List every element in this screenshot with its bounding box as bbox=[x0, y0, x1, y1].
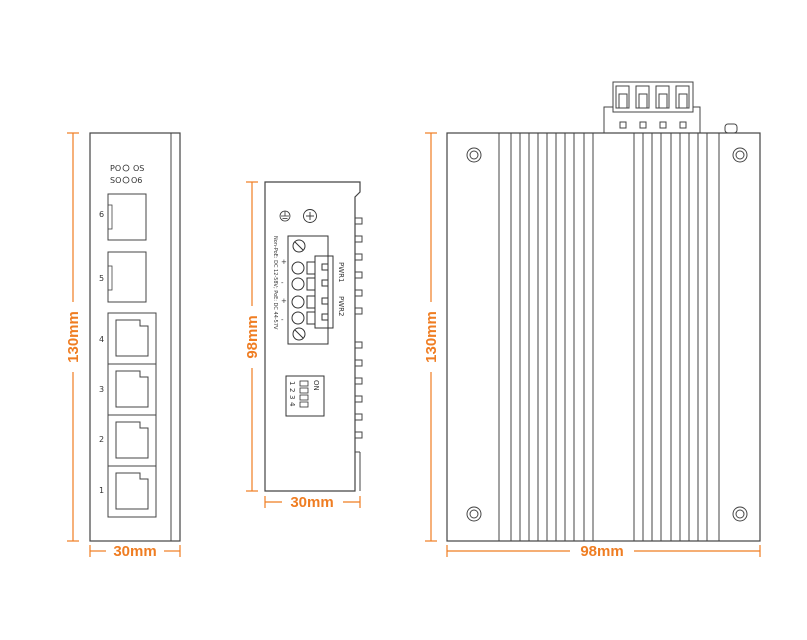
led-label-os: OS bbox=[133, 164, 144, 173]
port-number-label: 6 bbox=[99, 210, 104, 219]
mounting-screw-icon bbox=[466, 147, 482, 163]
sfp-latch bbox=[107, 265, 113, 291]
polarity-mark: - bbox=[281, 279, 284, 287]
side-heatsink-fins bbox=[498, 133, 720, 541]
top-view: Non-PoE: DC 12-58V; PoE: DC 44-57V + - +… bbox=[244, 181, 363, 511]
power-input-text: Non-PoE: DC 12-58V; PoE: DC 44-57V bbox=[272, 236, 278, 330]
side-ground-stud bbox=[724, 123, 738, 134]
mounting-screw-icon bbox=[466, 506, 482, 522]
rj45-socket bbox=[115, 319, 149, 357]
dip-on-label: ON bbox=[312, 380, 320, 391]
mounting-screw-icon bbox=[732, 506, 748, 522]
sfp-cage bbox=[107, 251, 147, 303]
led-label-so: SO bbox=[110, 176, 121, 185]
dip-number: 4 bbox=[288, 402, 296, 407]
dip-switch: ON 1 2 3 4 bbox=[285, 375, 325, 417]
top-height-label: 98mm bbox=[244, 315, 261, 358]
rj45-socket bbox=[115, 472, 149, 510]
port-number-label: 4 bbox=[99, 335, 104, 344]
polarity-mark: - bbox=[281, 316, 284, 324]
top-width-dimension bbox=[264, 496, 361, 508]
port-number-label: 1 bbox=[99, 486, 104, 495]
dip-switch-body bbox=[285, 375, 325, 417]
dip-number: 2 bbox=[288, 388, 296, 392]
top-view-outline bbox=[264, 181, 361, 492]
side-height-dimension bbox=[425, 132, 437, 542]
front-width-dimension bbox=[89, 545, 181, 557]
led-indicator bbox=[122, 164, 130, 172]
side-height-label: 130mm bbox=[423, 311, 440, 363]
port-number-label: 2 bbox=[99, 435, 104, 444]
rj45-port-1: 1 bbox=[99, 465, 157, 518]
top-width-label: 30mm bbox=[290, 494, 333, 511]
led-label-po: PO bbox=[110, 164, 121, 173]
front-height-label: 130mm bbox=[65, 311, 82, 363]
front-height-dimension bbox=[67, 132, 79, 542]
led-indicator bbox=[122, 176, 130, 184]
mounting-screw-icon bbox=[732, 147, 748, 163]
sfp-port-6: 6 bbox=[99, 193, 147, 241]
led-label-o6: O6 bbox=[131, 176, 142, 185]
rj45-socket bbox=[115, 370, 149, 408]
front-view: PO OS SO O6 6 5 4 3 bbox=[65, 132, 181, 560]
rj45-socket bbox=[115, 421, 149, 459]
side-terminal-block bbox=[603, 81, 701, 134]
side-width-dimension bbox=[446, 545, 761, 557]
rj45-housing bbox=[107, 465, 157, 518]
sfp-latch bbox=[107, 204, 113, 230]
sfp-port-5: 5 bbox=[99, 251, 147, 303]
polarity-mark: + bbox=[281, 258, 287, 266]
ground-icon bbox=[279, 210, 291, 222]
top-height-dimension bbox=[246, 181, 258, 492]
ground-screw-icon bbox=[303, 209, 317, 223]
side-width-label: 98mm bbox=[580, 543, 623, 560]
polarity-mark: + bbox=[281, 297, 287, 305]
sfp-cage bbox=[107, 193, 147, 241]
top-view-fins bbox=[355, 217, 363, 491]
pwr1-label: PWR1 bbox=[337, 262, 345, 282]
front-width-label: 30mm bbox=[113, 543, 156, 560]
pwr2-label: PWR2 bbox=[337, 296, 345, 316]
led-group: PO OS SO O6 bbox=[110, 164, 144, 185]
port-number-label: 3 bbox=[99, 385, 104, 394]
side-view: 130mm 98mm bbox=[423, 81, 761, 560]
port-number-label: 5 bbox=[99, 274, 104, 283]
power-terminal-block bbox=[287, 235, 334, 345]
dip-number: 3 bbox=[288, 395, 296, 399]
dip-number: 1 bbox=[288, 381, 296, 385]
side-panel bbox=[446, 132, 761, 542]
